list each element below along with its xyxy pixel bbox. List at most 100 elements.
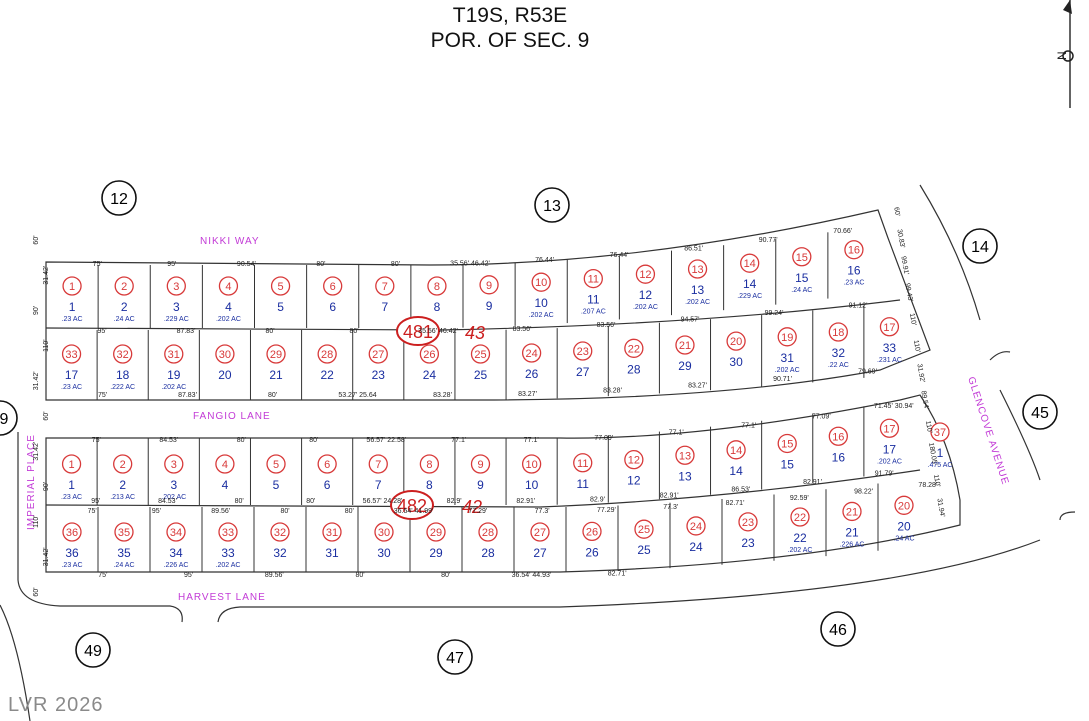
lot-acreage: .202 AC (161, 494, 186, 501)
dimension-label: 86.51' (684, 245, 703, 252)
section-circle-46: 46 (820, 611, 856, 647)
dimension-label: 71.45' 30.94' (874, 403, 914, 410)
dimension-label: 77.3' (663, 504, 678, 511)
dimension-label: 80' (441, 572, 450, 579)
section-circle-49: 49 (75, 632, 111, 668)
lot-number: 4 (222, 459, 228, 471)
lot-circle (634, 519, 654, 539)
lot-circle (792, 247, 812, 267)
lot-circle (726, 331, 746, 351)
lot-number: 21 (679, 340, 691, 352)
parcel-number: 2 (119, 478, 126, 492)
lot-acreage: .23 AC (61, 384, 82, 391)
lot-481-top-1: 11.23 AC (62, 276, 83, 323)
lot-circle (582, 521, 602, 542)
block-482-top-dimensions: 75'84.53'80'80'56.57' 22.58'77.1'77.1'77… (92, 403, 914, 444)
title-section: POR. OF SEC. 9 (430, 29, 590, 52)
parcel-number: 12 (639, 288, 653, 302)
side-dimension-label: 99.43' (903, 283, 913, 303)
lot-circle (166, 276, 186, 296)
lot-481-top-9: 99 (479, 275, 499, 313)
lot-acreage: .229 AC (164, 316, 189, 323)
lot-acreage: .202 AC (775, 367, 800, 374)
side-dimension-label: 31.42' (33, 442, 40, 461)
lot-circle (61, 344, 82, 364)
side-dimension-label: 110' (33, 515, 40, 528)
lot-circle (675, 445, 695, 465)
dimension-label: 87.83' (177, 328, 196, 335)
lot-number: 29 (430, 527, 442, 539)
lot-number: 32 (274, 527, 286, 539)
parcel-number: 25 (637, 543, 651, 557)
lot-acreage: .202 AC (685, 299, 710, 306)
dimension-label: 95' (184, 572, 193, 579)
lot-number: 16 (848, 245, 860, 257)
lot-481-top-3: 33.229 AC (164, 276, 189, 323)
parcel-number: 21 (845, 525, 859, 539)
lot-number: 23 (577, 346, 589, 358)
parcel-number: 7 (375, 478, 382, 492)
section-circle-12: 12 (101, 180, 137, 216)
parcel-number: 17 (883, 442, 897, 456)
dimension-label: 83.27' (518, 391, 537, 398)
parcel-number: 11 (587, 293, 600, 307)
lot-number: 13 (679, 450, 691, 462)
lot-acreage: .24 AC (113, 562, 134, 569)
lot-circle (426, 522, 446, 542)
dimension-label: 90.71' (773, 376, 792, 383)
lot-circle (164, 454, 184, 474)
lot-number: 29 (270, 349, 282, 361)
parcel-number: 4 (222, 478, 229, 492)
section-number-45: 45 (1031, 405, 1049, 422)
lot-number: 6 (324, 459, 330, 471)
lot-number: 15 (781, 438, 793, 450)
side-dimension-label: 110' (932, 474, 941, 488)
dimension-label: 83.27' (688, 383, 707, 390)
dimension-label: 80' (237, 437, 246, 444)
lot-number: 7 (382, 281, 388, 293)
side-dimension-label: 180.05' (927, 442, 938, 466)
parcel-number: 23 (372, 368, 386, 382)
parcel-number: 24 (689, 540, 703, 554)
lot-acreage: .202 AC (161, 384, 186, 391)
watermark-text: LVR 2026 (8, 694, 104, 716)
lot-circle (479, 275, 499, 295)
parcel-number: 16 (832, 450, 846, 464)
street-edges (0, 184, 1076, 721)
parcel-number: 20 (897, 519, 911, 533)
lot-circle (879, 317, 900, 337)
street-nikki-way: NIKKI WAY (200, 236, 260, 247)
parcel-number: 32 (273, 546, 287, 560)
lot-acreage: .202 AC (877, 458, 902, 465)
lot-circle (322, 522, 342, 542)
lot-number: 2 (120, 459, 126, 471)
dimension-label: 77.1' (669, 430, 684, 437)
dimension-label: 35.56' 46.42' (418, 328, 458, 335)
dimension-label: 77.1' (451, 437, 466, 444)
lot-circle (624, 338, 644, 358)
lot-acreage: .213 AC (110, 494, 135, 501)
side-dimension-label: 31.92' (915, 363, 925, 383)
dimension-label: 80' (349, 328, 358, 335)
parcel-number: 13 (691, 283, 705, 297)
dimension-label: 77.1' (524, 437, 539, 444)
parcel-number: 26 (525, 367, 539, 381)
parcel-number: 13 (678, 469, 692, 483)
dimension-label: 83.56' (513, 326, 532, 333)
dimension-label: 83.56' (597, 322, 616, 329)
lot-number: 33 (65, 349, 77, 361)
section-number-13: 13 (543, 198, 561, 215)
side-dimension-label: 110' (912, 340, 921, 354)
lot-482-top-4: 44 (215, 454, 235, 492)
lot-circle (266, 344, 286, 364)
dimension-label: 76.44' (535, 257, 554, 264)
lot-number: 21 (846, 506, 858, 518)
block-481-top-lot-lines (97, 232, 829, 328)
parcel-number: 27 (533, 546, 547, 560)
